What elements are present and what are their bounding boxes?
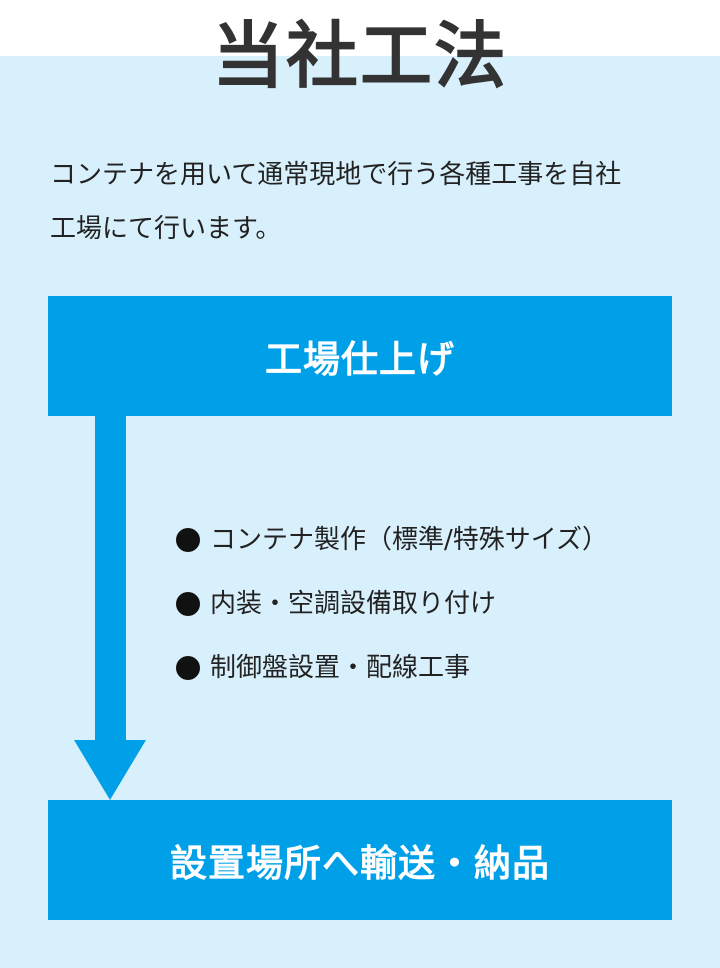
page-title: 当社工法 (211, 14, 508, 98)
flow-arrow-icon (74, 414, 146, 800)
step-end-box: 設置場所へ輸送・納品 (48, 800, 672, 920)
list-item: コンテナ製作（標準/特殊サイズ） (176, 508, 608, 572)
bullet-icon (176, 656, 200, 680)
bullet-icon (176, 592, 200, 616)
list-item: 内装・空調設備取り付け (176, 572, 608, 636)
intro-text: コンテナを用いて通常現地で行う各種工事を自社 工場にて行います。 (50, 148, 680, 256)
process-list: コンテナ製作（標準/特殊サイズ） 内装・空調設備取り付け 制御盤設置・配線工事 (176, 508, 608, 700)
intro-line-1: コンテナを用いて通常現地で行う各種工事を自社 (50, 160, 622, 190)
list-item: 制御盤設置・配線工事 (176, 636, 608, 700)
step-start-box: 工場仕上げ (48, 296, 672, 416)
list-item-label: 内装・空調設備取り付け (210, 589, 497, 619)
list-item-label: コンテナ製作（標準/特殊サイズ） (210, 525, 608, 555)
intro-line-2: 工場にて行います。 (50, 214, 282, 244)
bullet-icon (176, 528, 200, 552)
list-item-label: 制御盤設置・配線工事 (210, 653, 471, 683)
